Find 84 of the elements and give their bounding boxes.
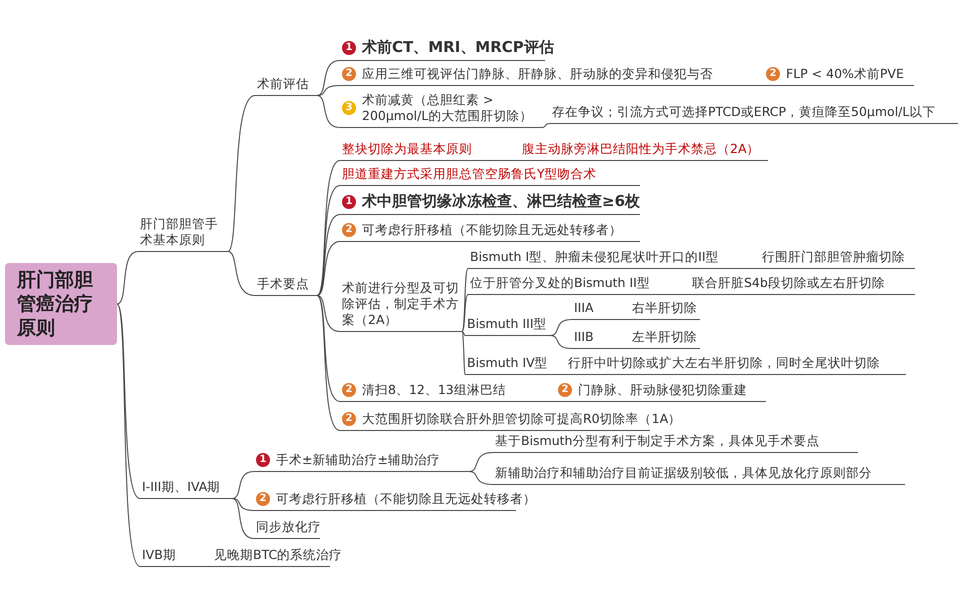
connector-line (116, 304, 140, 567)
priority-badge: 1 (342, 194, 356, 208)
connector-line (316, 95, 340, 128)
branch-text: 手术要点 (257, 276, 309, 292)
priority-badge: 2 (342, 67, 356, 81)
connector-line (228, 95, 256, 252)
priority-badge: 1 (256, 453, 270, 467)
branch-text: 见晚期BTC的系统治疗 (214, 547, 342, 563)
connector-line (654, 294, 690, 295)
branch-text: 右半肝切除 (632, 300, 697, 316)
connector-line (316, 214, 340, 296)
connector-line (542, 123, 550, 128)
branch-text: Bismuth I型、肿瘤未侵犯尾状叶开口的II型 (470, 249, 719, 265)
branch-text: 手术±新辅助治疗±辅助治疗 (276, 452, 440, 468)
topic-box: 肝门部胆管癌治疗原则 (5, 263, 117, 345)
branch-text: 行肝中叶切除或扩大左右半肝切除，同时全尾状叶切除 (568, 355, 880, 371)
connector-line (462, 331, 466, 336)
branch-text: IVB期 (142, 547, 176, 563)
branch-text: 整块切除为最基本原则 (342, 141, 472, 157)
branch-text: I-III期、IVA期 (142, 479, 220, 495)
connector-line (316, 295, 340, 431)
connector-line (116, 304, 140, 499)
priority-badge: 2 (766, 67, 780, 81)
branch-text: 同步放化疗 (256, 519, 321, 535)
priority-badge: 2 (342, 223, 356, 237)
branch-text: 术前评估 (257, 76, 309, 92)
priority-badge: 2 (256, 492, 270, 506)
connector-line (468, 471, 494, 485)
branch-text: 位于肝管分叉处的Bismuth II型 (470, 275, 650, 291)
connector-line (316, 85, 340, 96)
branch-text: 可考虑行肝移植（不能切除且无远处转移者） (276, 491, 536, 507)
branch-text: 术前进行分型及可切除评估，制定手术方案（2A） (342, 280, 460, 328)
branch-text: 门静脉、肝动脉侵犯切除重建 (578, 382, 747, 398)
branch-text: 新辅助治疗和辅助治疗目前证据级别较低，具体见放化疗原则部分 (495, 465, 872, 481)
branch-text: 可考虑行肝移植（不能切除且无远处转移者） (362, 222, 622, 238)
branch-text: 清扫8、12、13组淋巴结 (362, 382, 506, 398)
connector-line (316, 241, 340, 296)
connector-line (116, 251, 138, 304)
branch-text: Bismuth III型 (467, 316, 547, 332)
priority-badge: 3 (342, 101, 356, 115)
connector-line (228, 251, 256, 296)
connector-line (740, 268, 760, 269)
priority-badge: 2 (342, 412, 356, 426)
branch-text: IIIA (574, 300, 594, 316)
branch-text: 行围肝门部胆管肿瘤切除 (762, 249, 905, 265)
connector-line (232, 471, 254, 499)
priority-badge: 2 (558, 383, 572, 397)
branch-text: 腹主动脉旁淋巴结阳性为手术禁忌（2A） (522, 141, 760, 157)
connector-line (316, 185, 340, 296)
branch-text: 存在争议；引流方式可选择PTCD或ERCP，黄疸降至50μmol/L以下 (552, 104, 936, 120)
connector-line (462, 331, 466, 375)
branch-text: 联合肝脏S4b段切除或左右肝切除 (692, 275, 885, 291)
connector-line (462, 268, 468, 332)
connector-line (462, 294, 468, 332)
connector-line (316, 295, 340, 402)
connector-line (550, 319, 572, 336)
connector-line (468, 452, 494, 472)
branch-text: Bismuth IV型 (467, 355, 548, 371)
connector-line (550, 335, 572, 349)
connector-line (200, 566, 212, 567)
priority-badge: 2 (342, 383, 356, 397)
branch-text: 术中胆管切缘冰冻检查、淋巴结检查≥6枚 (362, 192, 640, 211)
connector-line (612, 319, 630, 320)
connector-line (544, 401, 556, 402)
branch-text: 左半肝切除 (632, 329, 697, 345)
branch-text: 胆道重建方式采用胆总管空肠鲁氏Y型吻合术 (342, 166, 597, 182)
branch-text: 术前减黄（总胆红素 > 200μmol/L的大范围肝切除） (362, 92, 534, 124)
connector-line (612, 348, 630, 349)
priority-badge: 1 (342, 40, 356, 54)
branch-text: 应用三维可视评估门静脉、肝静脉、肝动脉的变异和侵犯与否 (362, 66, 713, 82)
connector-line (232, 498, 254, 511)
connector-line (554, 374, 566, 375)
connector-line (316, 160, 340, 296)
branch-text: 基于Bismuth分型有利于制定手术方案，具体见手术要点 (495, 433, 820, 449)
connector-line (232, 498, 254, 539)
connector-line (514, 160, 520, 161)
branch-text: 术前CT、MRI、MRCP评估 (362, 38, 554, 57)
connector-line (316, 295, 340, 332)
branch-text: FLP < 40%术前PVE (786, 66, 904, 82)
connector-line (316, 60, 340, 96)
branch-text: 肝门部胆管手术基本原则 (140, 216, 219, 248)
branch-text: 大范围肝切除联合肝外胆管切除可提高R0切除率（1A） (362, 411, 682, 427)
connector-line (740, 85, 764, 86)
branch-text: IIIB (574, 329, 594, 345)
